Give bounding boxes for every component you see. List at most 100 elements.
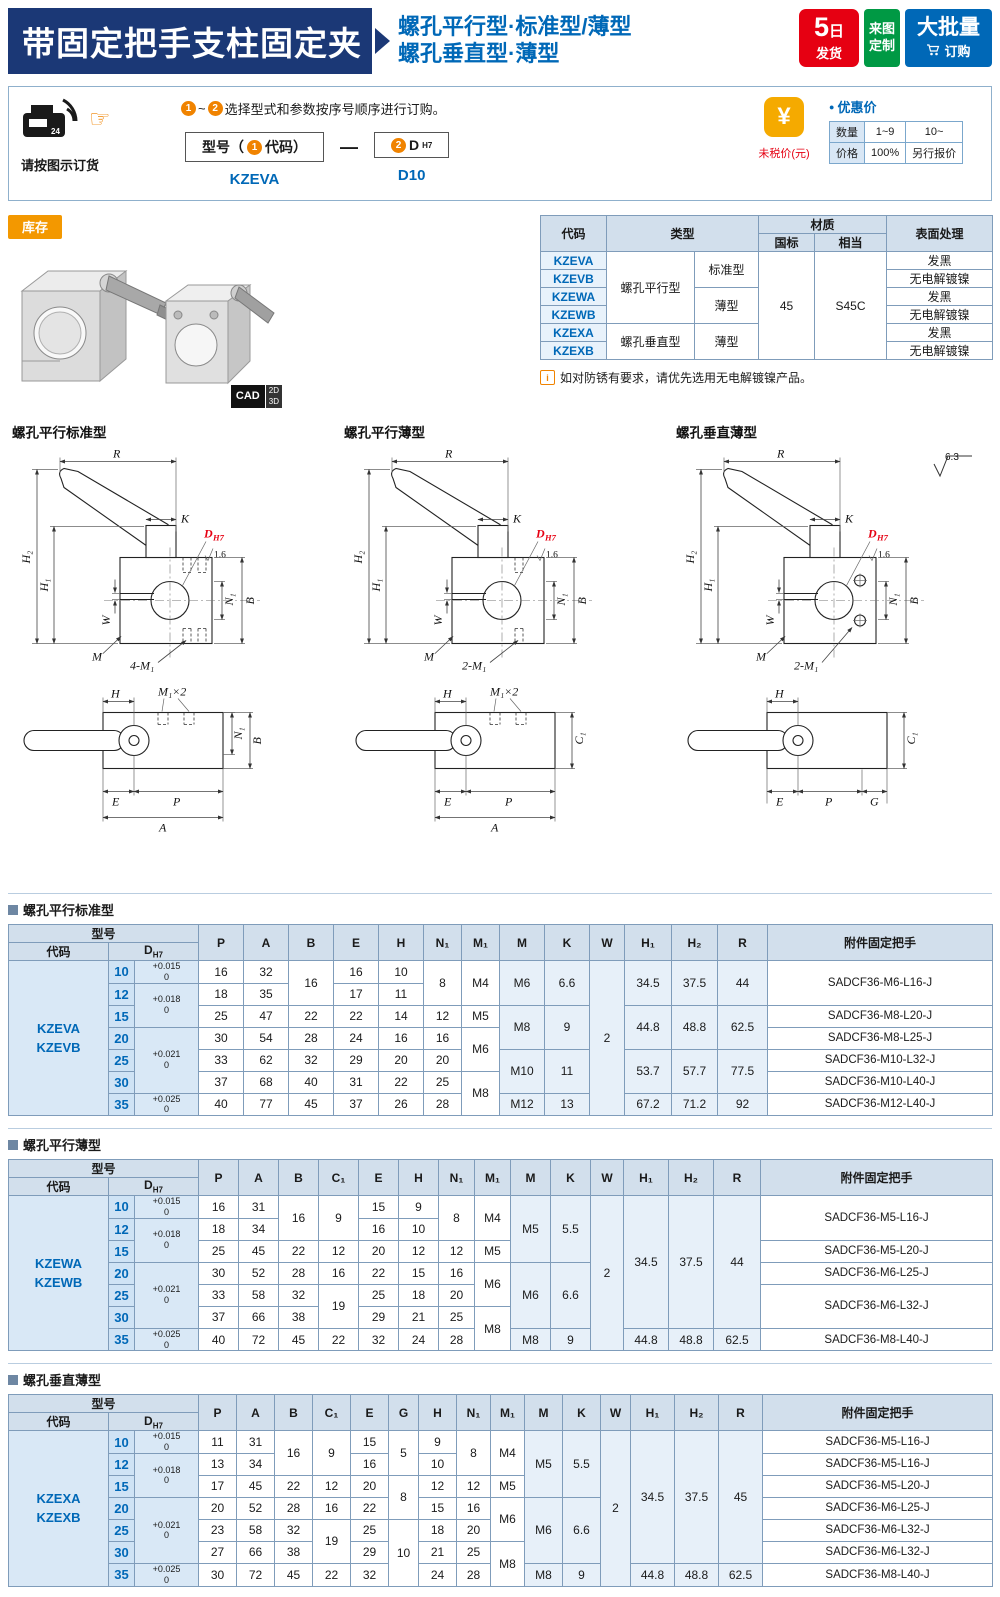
- data-cell: 16: [318, 1261, 359, 1285]
- data-cell: KZEWB: [540, 305, 607, 324]
- ordering-instructions: 1 ~ 2 选择型式和参数按序号顺序进行订购。 型号（ 1 代码） KZEVA …: [171, 97, 747, 188]
- step1-badge: 1: [247, 139, 262, 155]
- surface-roughness-symbol: 6.3: [930, 450, 974, 485]
- data-cell: 16: [288, 960, 334, 1006]
- data-cell: 77: [243, 1092, 289, 1117]
- data-cell: SADCF36-M8-L40-J: [762, 1562, 993, 1587]
- data-cell: 30: [198, 1562, 237, 1587]
- dim-label-c1: C₁: [572, 732, 586, 744]
- data-cell: 25: [423, 1070, 462, 1094]
- data-cell: 34: [236, 1452, 275, 1476]
- data-cell: 68: [243, 1070, 289, 1094]
- data-cell: M6: [461, 1026, 500, 1072]
- data-cell: 30: [198, 1026, 244, 1050]
- section-title: 螺孔平行标准型: [23, 903, 115, 918]
- data-cell: 67.2: [624, 1092, 672, 1117]
- page-header: 带固定把手支柱固定夹 螺孔平行型·标准型/薄型 螺孔垂直型·薄型 5日 发货 来…: [8, 8, 992, 74]
- data-cell: 22: [318, 1327, 359, 1352]
- data-cell: M5: [524, 1430, 563, 1498]
- header-cell: A: [238, 1159, 279, 1197]
- thread-label: 2-M₁: [794, 659, 818, 673]
- header-cell: M₁: [490, 1394, 525, 1432]
- header-cell: H₂: [671, 924, 718, 961]
- header-cell: K: [550, 1159, 591, 1197]
- data-cell: 24: [398, 1327, 439, 1352]
- dim-label-r: R: [444, 447, 453, 461]
- svg-text:24: 24: [51, 127, 60, 136]
- header-cell: 国标: [758, 233, 816, 252]
- header-cell: 代码: [8, 942, 109, 961]
- data-cell: +0.018 0: [134, 1452, 199, 1498]
- dim-label-h1: H₁: [369, 579, 383, 593]
- header-cell: C₁: [318, 1159, 359, 1197]
- header-cell: N₁: [438, 1159, 475, 1197]
- header-cell: 代码: [540, 215, 607, 252]
- data-cell: 16: [456, 1496, 491, 1520]
- header-cell: 价格: [829, 142, 865, 164]
- data-cell: 12: [312, 1474, 351, 1498]
- data-cell: 52: [236, 1496, 275, 1520]
- data-cell: 9: [562, 1562, 601, 1587]
- data-cell: SADCF36-M10-L32-J: [767, 1048, 993, 1072]
- data-cell: 33: [198, 1048, 244, 1072]
- data-cell: 20: [350, 1474, 389, 1498]
- data-cell: 29: [333, 1048, 379, 1072]
- data-cell: SADCF36-M5-L16-J: [760, 1195, 993, 1241]
- drawing-title: 螺孔平行薄型: [344, 425, 425, 441]
- dim-label-e: E: [775, 795, 784, 809]
- data-cell: 12: [318, 1239, 359, 1263]
- data-cell: 37: [198, 1070, 244, 1094]
- data-cell: M5: [510, 1195, 551, 1263]
- data-cell: 发黑: [886, 323, 994, 342]
- data-cell: 13: [544, 1092, 590, 1117]
- yen-icon: ¥: [764, 97, 804, 137]
- data-cell: M8: [510, 1327, 551, 1352]
- data-cell: 16: [278, 1195, 319, 1241]
- dim-label-w: W: [431, 615, 445, 626]
- fax-phone-icon: 24: [23, 98, 78, 137]
- header-cell: P: [198, 924, 244, 961]
- data-cell: 58: [238, 1283, 279, 1307]
- data-cell: 45: [238, 1239, 279, 1263]
- data-cell: 31: [236, 1430, 275, 1454]
- section-marker-icon: [8, 1139, 18, 1150]
- data-cell: 45: [236, 1474, 275, 1498]
- data-cell: +0.021 0: [134, 1496, 199, 1564]
- data-cell: 2: [590, 1195, 624, 1352]
- data-cell: 72: [238, 1327, 279, 1352]
- data-cell: 35: [108, 1562, 135, 1587]
- data-cell: 26: [378, 1092, 424, 1117]
- thread-label: 2-M₁: [462, 659, 486, 673]
- header-cell: G: [388, 1394, 419, 1432]
- data-cell: 54: [243, 1026, 289, 1050]
- dim-label-n1: N₁: [222, 593, 236, 606]
- d-example: D10: [397, 167, 426, 184]
- header-cell: 附件固定把手: [760, 1159, 993, 1197]
- dim-label-h2: H₂: [683, 551, 697, 565]
- data-cell: 44: [717, 960, 768, 1006]
- data-cell: 20: [108, 1261, 135, 1285]
- data-cell: KZEVA: [540, 251, 607, 270]
- data-cell: KZEXA KZEXB: [8, 1430, 109, 1587]
- data-cell: 15: [418, 1496, 457, 1520]
- data-cell: 15: [398, 1261, 439, 1285]
- header-cell: W: [589, 924, 625, 961]
- data-cell: 15: [108, 1474, 135, 1498]
- data-cell: 10: [108, 1195, 135, 1219]
- discount-price-table: 数量 1~9 10~ 价格 100% 另行报价: [829, 121, 964, 164]
- data-cell: M5: [490, 1474, 525, 1498]
- tax-note: 未税价(元): [758, 148, 810, 160]
- data-cell: M6: [490, 1496, 525, 1542]
- step2-badge: 2: [391, 137, 406, 153]
- data-cell: 19: [318, 1283, 359, 1329]
- data-cell: M4: [474, 1195, 511, 1241]
- data-cell: 5: [388, 1430, 419, 1476]
- data-cell: 30: [108, 1070, 135, 1094]
- data-cell: 20: [108, 1496, 135, 1520]
- data-cell: KZEWA KZEWB: [8, 1195, 109, 1352]
- header-cell: N₁: [456, 1394, 491, 1432]
- data-cell: 15: [350, 1430, 389, 1454]
- data-cell: 21: [398, 1305, 439, 1329]
